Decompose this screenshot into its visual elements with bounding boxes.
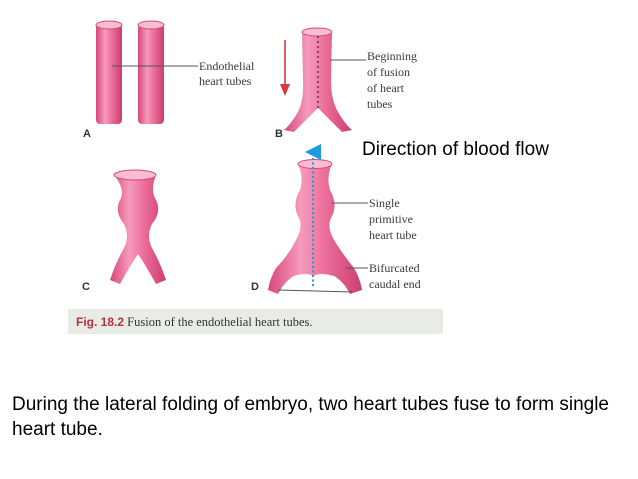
figure-number: Fig. 18.2: [76, 315, 125, 329]
label-beginning-1: Beginning: [367, 49, 417, 63]
panel-letter-a: A: [83, 128, 91, 140]
label-endothelial-1: Endothelial: [199, 59, 255, 73]
panel-letter-b: B: [275, 128, 283, 140]
label-single-1: Single: [369, 196, 400, 210]
label-single-2: primitive: [369, 212, 413, 226]
panel-a-tubes: [95, 20, 198, 124]
label-bifurcated-2: caudal end: [369, 277, 421, 291]
right-heart-tube: [138, 24, 164, 124]
label-beginning-3: of heart: [367, 81, 405, 95]
left-heart-tube: [96, 24, 122, 124]
caption-band: [68, 309, 443, 334]
label-beginning-4: tubes: [367, 97, 393, 111]
body-paragraph: During the lateral folding of embryo, tw…: [12, 394, 609, 440]
label-endothelial-2: heart tubes: [199, 74, 252, 88]
panel-c-fused-tube: [110, 169, 166, 284]
panel-letter-d: D: [251, 281, 259, 293]
label-beginning-2: of fusion: [367, 65, 410, 79]
blood-flow-annotation: Direction of blood flow: [362, 139, 549, 160]
label-bifurcated-1: Bifurcated: [369, 261, 420, 275]
figure-caption: Fig. 18.2 Fusion of the endothelial hear…: [76, 315, 313, 330]
panel-b-fusing-tube: [280, 27, 366, 132]
panel-d-single-tube: [268, 144, 368, 294]
panel-letter-c: C: [82, 281, 90, 293]
caption-text: Fusion of the endothelial heart tubes.: [127, 315, 313, 329]
label-single-3: heart tube: [369, 228, 417, 242]
